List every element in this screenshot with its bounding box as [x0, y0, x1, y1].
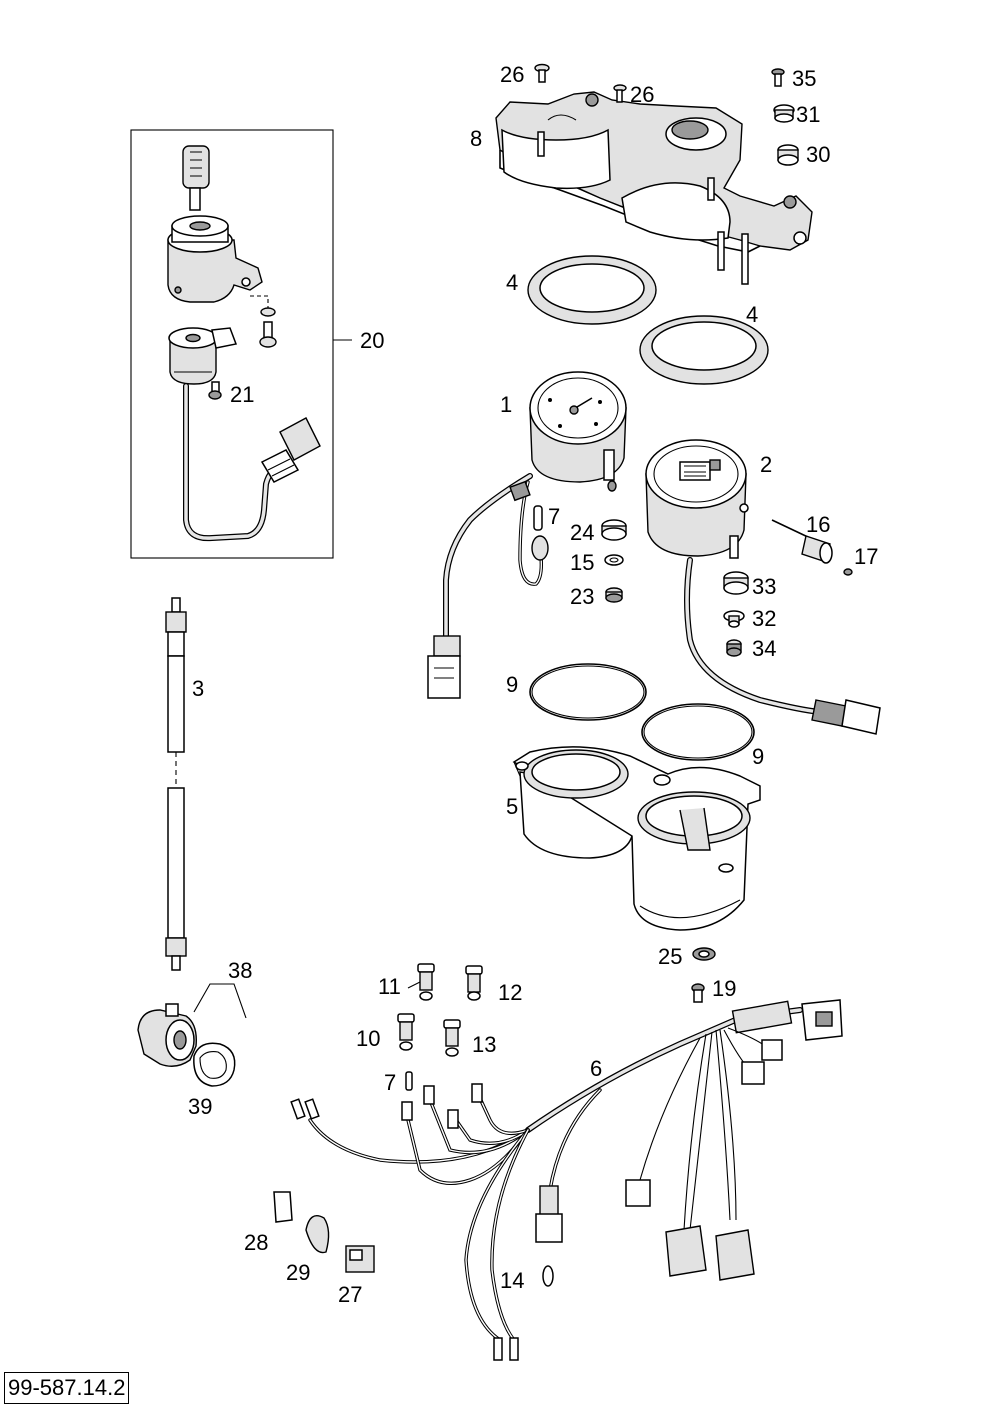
speedometer-drive — [137, 983, 247, 1087]
bulb-holder-14 — [535, 1185, 563, 1287]
bulb-10-icon — [397, 1013, 415, 1051]
callout-12: 12 — [498, 980, 522, 1005]
washer-31-icon — [773, 104, 795, 123]
nut-34-icon — [726, 639, 742, 657]
ignition-key — [182, 145, 210, 211]
bulb-7-icon — [405, 1071, 413, 1091]
callout-4b: 4 — [746, 302, 758, 327]
washer-32-icon — [723, 610, 745, 628]
bracket-28-icon — [273, 1191, 293, 1223]
o-ring-right — [641, 703, 755, 761]
ignition-connector — [260, 417, 321, 483]
callout-33: 33 — [752, 574, 776, 599]
ignition-lock-body — [167, 215, 263, 303]
callout-15: 15 — [570, 550, 594, 575]
callout-29: 29 — [286, 1260, 310, 1285]
callout-26a: 26 — [500, 62, 524, 87]
ignition-group-frame — [130, 129, 334, 559]
grommet-24-icon — [601, 519, 627, 541]
callout-3: 3 — [192, 676, 204, 701]
harness-connector-main — [801, 999, 843, 1041]
harness-end-terminals — [290, 1083, 519, 1361]
callout-13: 13 — [472, 1032, 496, 1057]
callout-2: 2 — [760, 452, 772, 477]
callout-21: 21 — [230, 382, 254, 407]
instrument-housing — [512, 746, 761, 931]
callout-34: 34 — [752, 636, 776, 661]
callout-31: 31 — [796, 102, 820, 127]
harness-connector-pair — [665, 1225, 755, 1281]
speedometer-cable — [165, 597, 187, 971]
callout-19: 19 — [712, 976, 736, 1001]
callout-1: 1 — [500, 392, 512, 417]
screw-17-icon — [843, 568, 853, 576]
bezel-ring-right — [639, 315, 769, 385]
sensor-16-icon — [771, 519, 833, 564]
bulb-11-icon — [407, 963, 435, 1001]
callout-7a: 7 — [548, 504, 560, 529]
callout-26b: 26 — [630, 82, 654, 107]
screw-21-icon — [208, 381, 222, 400]
screw-19-icon — [691, 983, 705, 1003]
callout-25: 25 — [658, 944, 682, 969]
callout-4a: 4 — [506, 270, 518, 295]
callout-23: 23 — [570, 584, 594, 609]
nut-23-icon — [605, 587, 623, 603]
grommet-33-icon — [723, 571, 749, 595]
callout-11: 11 — [378, 974, 401, 999]
callout-30: 30 — [806, 142, 830, 167]
callout-14: 14 — [500, 1268, 524, 1293]
callout-5: 5 — [506, 794, 518, 819]
screw-35-icon — [771, 68, 785, 87]
instrument-upper-cover — [495, 91, 813, 285]
callout-24: 24 — [570, 520, 594, 545]
callout-38: 38 — [228, 958, 252, 983]
leader-38 — [193, 983, 247, 1019]
bulb-13-icon — [443, 1019, 461, 1057]
tachometer-gauge — [645, 439, 749, 559]
harness-connector-small — [625, 1039, 783, 1207]
speedometer-gauge — [529, 371, 627, 492]
callout-17: 17 — [854, 544, 878, 569]
speedo-connector — [427, 635, 461, 699]
callout-9a: 9 — [506, 672, 518, 697]
callout-16: 16 — [806, 512, 830, 537]
callout-7b: 7 — [384, 1070, 396, 1095]
callout-39: 39 — [188, 1094, 212, 1119]
grommet-25-icon — [692, 947, 716, 961]
bulb-socket-icon — [531, 505, 549, 561]
bulb-12-icon — [465, 965, 483, 1001]
screw-icon — [259, 321, 277, 348]
o-ring-left — [529, 663, 647, 721]
washer-icon — [260, 307, 276, 317]
ignition-switch-module — [168, 327, 238, 385]
screw-26a-icon — [534, 63, 550, 83]
callout-32: 32 — [752, 606, 776, 631]
callout-8: 8 — [470, 126, 482, 151]
bezel-ring-left — [527, 255, 657, 325]
callout-35: 35 — [792, 66, 816, 91]
washer-15-icon — [604, 554, 624, 566]
callout-10: 10 — [356, 1026, 380, 1051]
callout-6: 6 — [590, 1056, 602, 1081]
callout-20: 20 — [360, 328, 384, 353]
screw-26b-icon — [613, 84, 627, 103]
callout-28: 28 — [244, 1230, 268, 1255]
callout-9b: 9 — [752, 744, 764, 769]
tacho-connector — [811, 699, 881, 735]
wiring-harness — [308, 1000, 803, 1342]
callout-27: 27 — [338, 1282, 362, 1307]
grommet-30-icon — [777, 144, 799, 166]
drawing-number: 99-587.14.2 — [4, 1372, 130, 1404]
ignition-lock-assembly — [130, 129, 352, 559]
clip-29-icon — [305, 1215, 330, 1254]
connector-27-icon — [345, 1245, 375, 1273]
